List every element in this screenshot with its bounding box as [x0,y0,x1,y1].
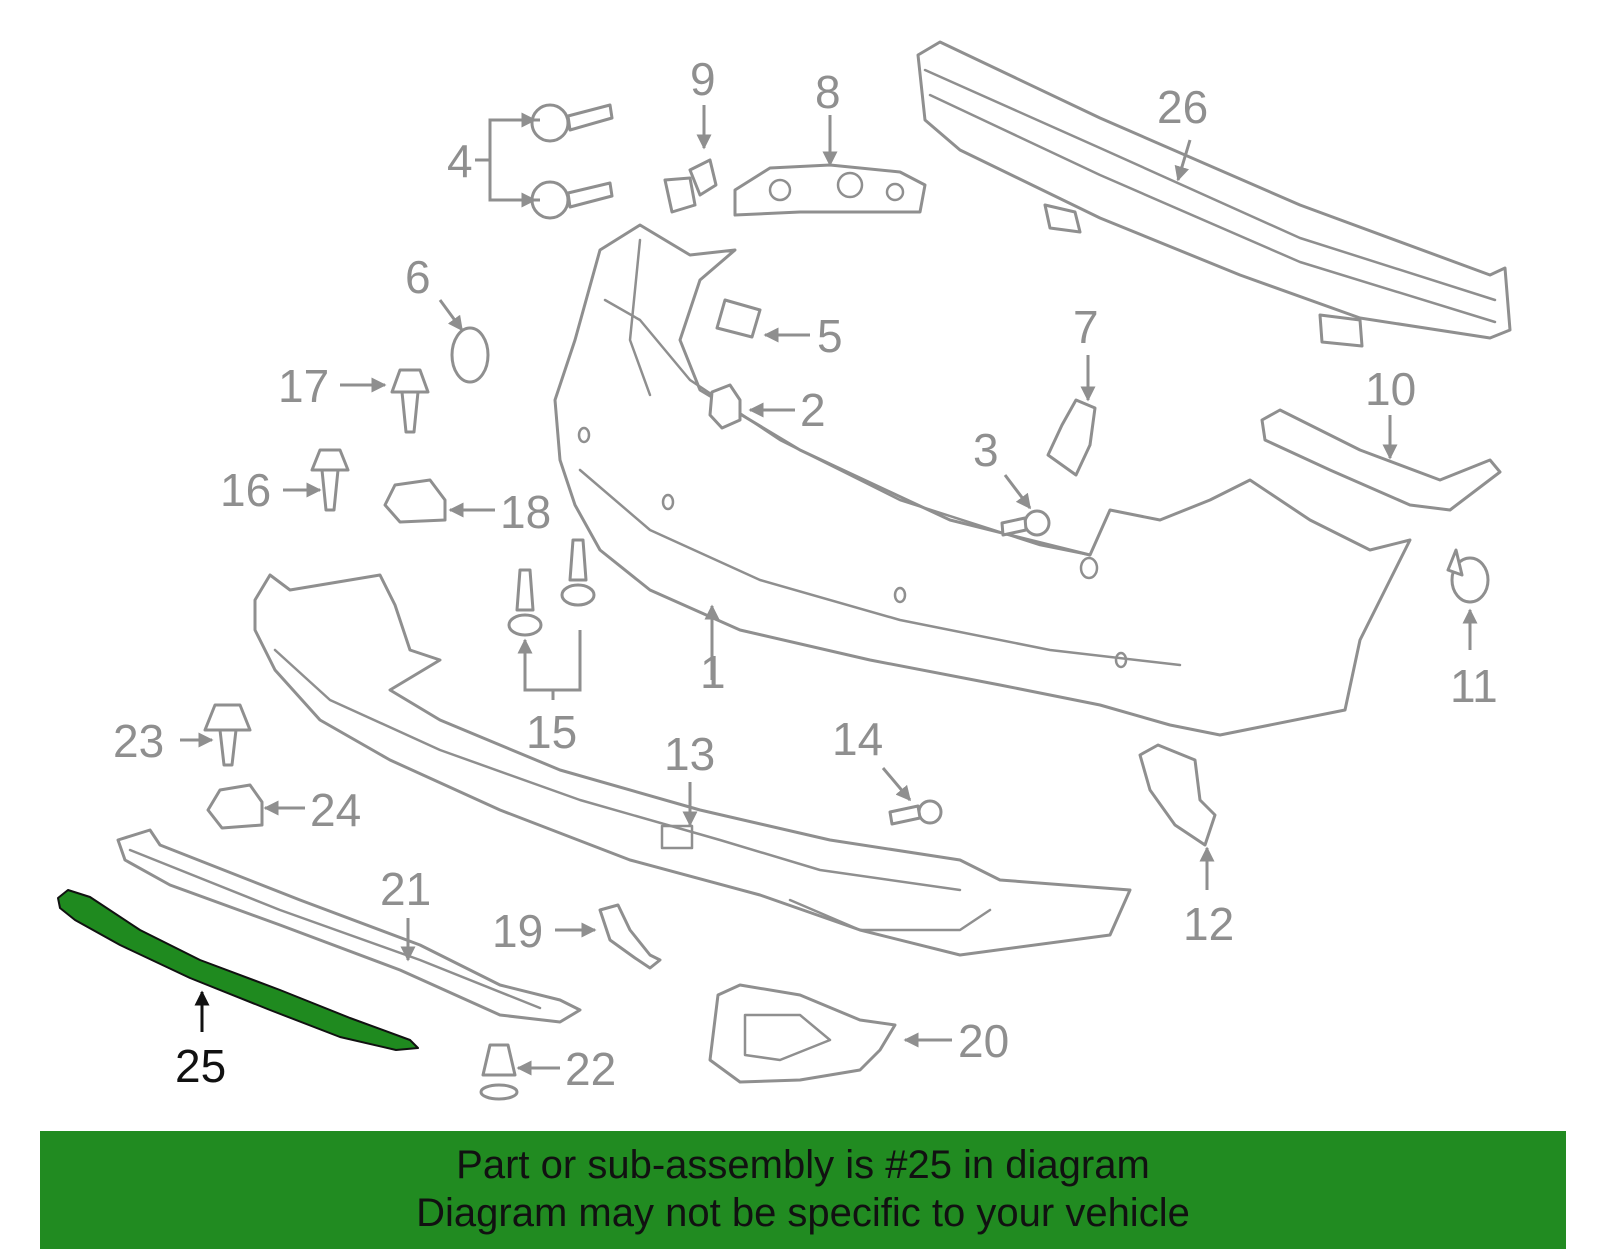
part-25-molding-highlighted [57,889,419,1051]
callout-25-highlighted: 25 [175,1040,226,1092]
callout-16: 16 [220,464,271,516]
callout-8: 8 [815,66,841,118]
callout-26: 26 [1157,81,1208,133]
part-2-clip [708,383,742,430]
part-11-push-pin [1446,548,1490,604]
part-7-reflector [1046,398,1097,477]
info-banner: Part or sub-assembly is #25 in diagram D… [40,1131,1566,1249]
callout-23: 23 [113,715,164,767]
part-24-clip-nut [206,783,264,830]
part-3-bolt [1000,509,1051,537]
part-8-bracket [733,163,927,217]
callout-15: 15 [526,706,577,758]
part-1-bumper-cover [553,223,1412,737]
part-5-pad [715,298,762,339]
callout-4: 4 [447,135,473,187]
callout-13: 13 [664,728,715,780]
callout-numbers: 1 2 3 4 5 6 7 8 9 10 11 12 13 14 15 16 1… [113,53,1498,1095]
part-12-reflector [1138,743,1217,847]
callout-7: 7 [1073,301,1099,353]
part-10-bracket [1260,408,1502,512]
callout-19: 19 [492,905,543,957]
part-26-reinforcement-beam [916,40,1512,348]
callout-24: 24 [310,784,361,836]
part-17-bolt [390,368,430,434]
part-4-bolts [530,103,614,220]
callout-20: 20 [958,1015,1009,1067]
callout-9: 9 [690,53,716,105]
part-18-block [383,478,447,524]
part-14-bolt [888,799,943,826]
part-9-bolt [663,158,718,214]
callout-6: 6 [405,251,431,303]
part-20-bracket [708,983,897,1084]
callout-2: 2 [800,384,826,436]
part-22-clip [479,1043,519,1101]
callout-21: 21 [380,863,431,915]
banner-line-1: Part or sub-assembly is #25 in diagram [456,1143,1150,1187]
callout-5: 5 [817,310,843,362]
callout-14: 14 [832,713,883,765]
callout-10: 10 [1365,363,1416,415]
callout-3: 3 [973,424,999,476]
callout-18: 18 [500,486,551,538]
callout-11: 11 [1450,660,1498,712]
part-6-ring [450,326,490,384]
part-23-bolt [203,703,252,767]
banner-line-2: Diagram may not be specific to your vehi… [416,1191,1190,1235]
part-13-lower-cover [253,573,1132,957]
part-15-screws [507,538,596,637]
callout-22: 22 [565,1043,616,1095]
part-16-bolt [310,448,350,512]
part-19-cap [598,903,662,970]
leader-lines [180,105,1478,1076]
callout-17: 17 [278,360,329,412]
part-21-lower-strip [116,828,582,1024]
callout-1: 1 [700,646,726,698]
callout-12: 12 [1183,898,1234,950]
